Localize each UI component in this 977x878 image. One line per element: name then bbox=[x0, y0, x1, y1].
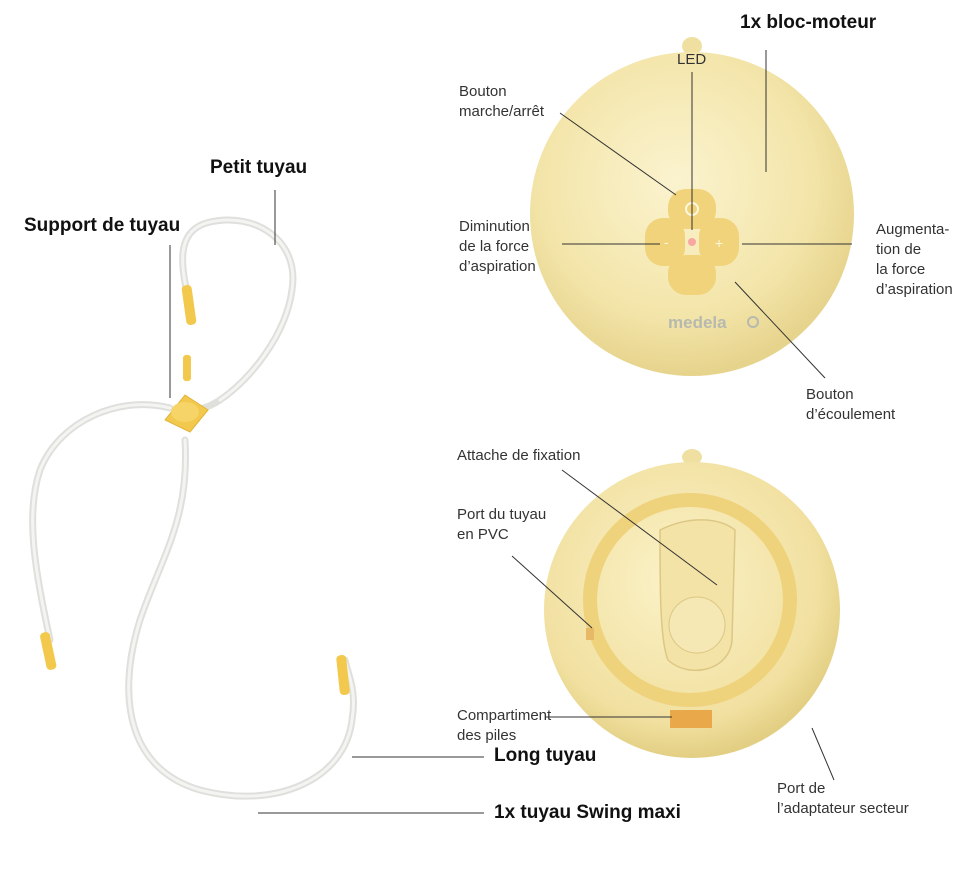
port-pvc-label: Port du tuyau en PVC bbox=[457, 505, 546, 545]
left-tube bbox=[33, 405, 170, 640]
support-tuyau-label: Support de tuyau bbox=[24, 216, 180, 236]
support-de-tuyau-piece bbox=[165, 395, 208, 432]
attache-label: Attache de fixation bbox=[457, 446, 580, 466]
compartiment-label: Compartiment des piles bbox=[457, 706, 551, 746]
long-tuyau-label: Long tuyau bbox=[494, 746, 596, 766]
tube-connectors bbox=[39, 284, 350, 695]
motor-title: 1x bloc-moteur bbox=[740, 13, 876, 33]
battery-compartment-latch bbox=[670, 710, 712, 728]
augmentation-label: Augmenta- tion de la force d’aspiration bbox=[876, 220, 953, 300]
led-dot bbox=[688, 238, 696, 246]
bouton-marche-label: Bouton marche/arrêt bbox=[459, 82, 544, 122]
motor-back bbox=[544, 449, 840, 758]
svg-text:-: - bbox=[664, 234, 669, 250]
diminution-label: Diminution de la force d’aspiration bbox=[459, 217, 536, 277]
tuyau-swing-label: 1x tuyau Swing maxi bbox=[494, 803, 681, 823]
bouton-ecoulement-label: Bouton d’écoulement bbox=[806, 385, 895, 425]
medela-logo: medela bbox=[668, 313, 727, 332]
port-adaptateur-label: Port de l’adaptateur secteur bbox=[777, 779, 909, 819]
long-tuyau-tube bbox=[129, 440, 354, 796]
petit-tuyau-tube bbox=[183, 220, 293, 410]
petit-tuyau-label: Petit tuyau bbox=[210, 158, 307, 178]
svg-text:+: + bbox=[715, 235, 723, 251]
letdown-button-shape bbox=[668, 255, 716, 295]
led-label: LED bbox=[677, 50, 706, 70]
